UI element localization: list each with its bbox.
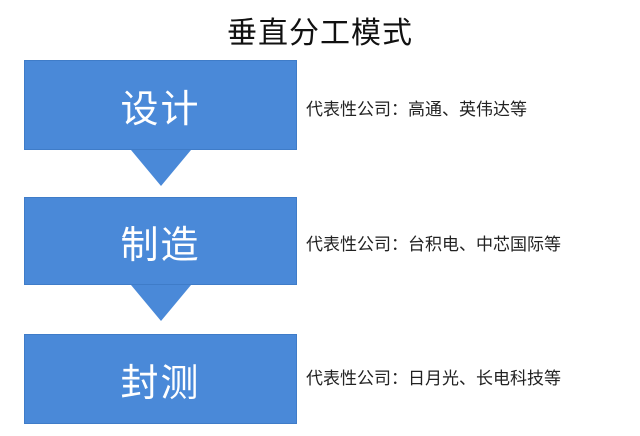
stage-desc-design: 代表性公司：高通、英伟达等 (306, 100, 527, 120)
stage-label-design: 设计 (120, 86, 201, 131)
stage-desc-packaging-testing: 代表性公司：日月光、长电科技等 (306, 369, 561, 389)
stage-box-design: 设计 (24, 60, 297, 150)
stage-box-packaging-testing: 封测 (24, 334, 297, 424)
down-arrow-2 (131, 285, 191, 321)
stage-box-manufacturing: 制造 (24, 197, 297, 285)
stage-label-manufacturing: 制造 (120, 222, 201, 267)
stage-desc-manufacturing: 代表性公司：台积电、中芯国际等 (306, 235, 561, 255)
down-arrow-1 (131, 150, 191, 186)
stage-label-packaging-testing: 封测 (120, 360, 201, 405)
diagram-title: 垂直分工模式 (227, 16, 413, 51)
